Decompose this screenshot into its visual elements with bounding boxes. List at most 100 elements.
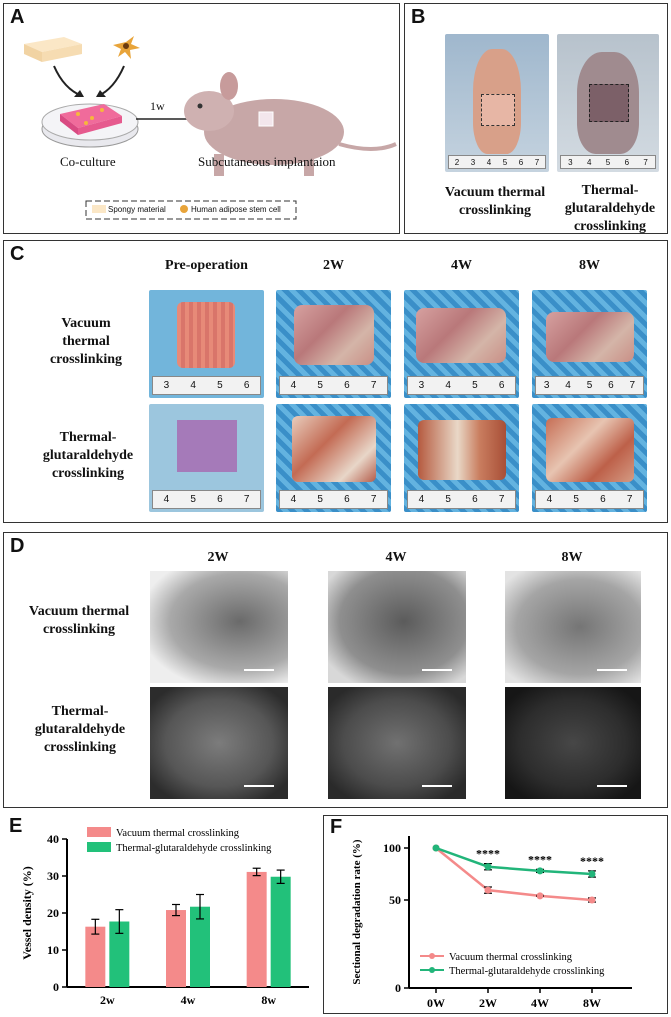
arrow-icon: [97, 65, 125, 97]
panel-label: B: [411, 6, 426, 28]
bar: [246, 871, 267, 987]
data-point: [588, 870, 596, 878]
panel-c: C Pre-operation 2W 4W 8W Vacuum thermal …: [3, 240, 668, 523]
col-header: 8W: [579, 258, 600, 273]
y-tick-label: 0: [53, 980, 59, 994]
x-tick-label: 8w: [261, 993, 276, 1007]
legend-label: Vacuum thermal crosslinking: [116, 828, 240, 839]
legend-marker: [429, 967, 435, 973]
col-header: 2W: [207, 550, 229, 565]
panel-label: F: [330, 816, 343, 838]
fluorescence-image: [328, 687, 466, 799]
x-tick-label: 4w: [181, 993, 196, 1007]
legend-label: Thermal-glutaraldehyde crosslinking: [116, 843, 272, 854]
legend-box: [85, 200, 297, 220]
fluorescence-image: [150, 687, 288, 799]
y-tick-label: 100: [383, 841, 401, 855]
row-label: Vacuum thermal crosslinking: [49, 316, 123, 367]
fluorescence-image: [505, 571, 641, 683]
series-line: [435, 846, 593, 876]
sponge-icon: [92, 205, 106, 213]
y-tick-label: 40: [47, 832, 59, 846]
fluorescence-image: [150, 571, 288, 683]
y-axis-label: Sectional degradation rate (%): [351, 839, 363, 984]
x-tick-label: 4W: [531, 996, 549, 1010]
stem-cell-icon: [113, 36, 140, 59]
legend-marker: [429, 953, 435, 959]
caption-vacuum: Vacuum thermal crosslinking: [444, 185, 546, 218]
y-tick-label: 50: [389, 893, 401, 907]
series-line: [435, 847, 593, 902]
panel-label: D: [10, 535, 25, 557]
schematic-illustration: [24, 36, 397, 220]
legend-label: Vacuum thermal crosslinking: [449, 952, 573, 963]
data-point: [536, 867, 544, 875]
petri-dish-icon: [41, 103, 139, 148]
bar: [270, 876, 291, 987]
col-header: 4W: [385, 550, 407, 565]
x-tick-label: 8W: [583, 996, 601, 1010]
bar: [190, 906, 210, 987]
col-header: Pre-operation: [165, 258, 248, 273]
bar: [85, 926, 106, 987]
legend-swatch: [87, 827, 111, 837]
row-label: Thermal-glutaraldehyde crosslinking: [42, 430, 134, 481]
panel-a: A: [3, 3, 400, 234]
legend-swatch: [87, 842, 111, 852]
bar: [166, 910, 186, 987]
significance-marker: ****: [476, 847, 500, 861]
caption-glutaraldehyde: Thermal-glutaraldehyde crosslinking: [564, 183, 656, 234]
significance-marker: ****: [580, 854, 604, 868]
legend-label: Thermal-glutaraldehyde crosslinking: [449, 966, 605, 977]
panel-f: F 100 50 0 Sectional degradation rate (%) 0W…: [323, 815, 668, 1014]
bar: [109, 921, 130, 987]
x-tick-label: 0W: [427, 996, 445, 1010]
col-header: 2W: [323, 258, 344, 273]
y-tick-label: 20: [47, 906, 59, 920]
coculture-label: Co-culture: [60, 154, 116, 169]
significance-marker: ****: [528, 852, 552, 866]
data-point: [588, 896, 596, 904]
panel-d: D 2W 4W 8W Vacuum thermal crosslinking T…: [3, 532, 668, 808]
fluorescence-image: [328, 571, 466, 683]
sponge-icon: [24, 37, 82, 62]
row-label: Vacuum thermal crosslinking: [28, 604, 130, 637]
x-tick-label: 2w: [100, 993, 115, 1007]
panel-label: E: [9, 815, 23, 837]
legend-material: Spongy material: [108, 205, 166, 214]
y-axis-label: Vessel density (%): [20, 866, 34, 960]
degradation-rate-chart: 100 50 0 Sectional degradation rate (%) 0W 2W…: [351, 836, 632, 1010]
row-label: Thermal-glutaraldehyde crosslinking: [34, 704, 126, 755]
x-tick-label: 2W: [479, 996, 497, 1010]
arrow-label: 1w: [150, 99, 165, 113]
panel-label: C: [10, 243, 25, 265]
data-point: [484, 863, 492, 871]
legend-cell: Human adipose stem cell: [191, 205, 281, 214]
data-point: [432, 844, 440, 852]
stem-cell-icon: [180, 205, 188, 213]
y-tick-label: 0: [395, 981, 401, 995]
fluorescence-image: [505, 687, 641, 799]
col-header: 4W: [451, 258, 472, 273]
data-point: [484, 886, 492, 894]
